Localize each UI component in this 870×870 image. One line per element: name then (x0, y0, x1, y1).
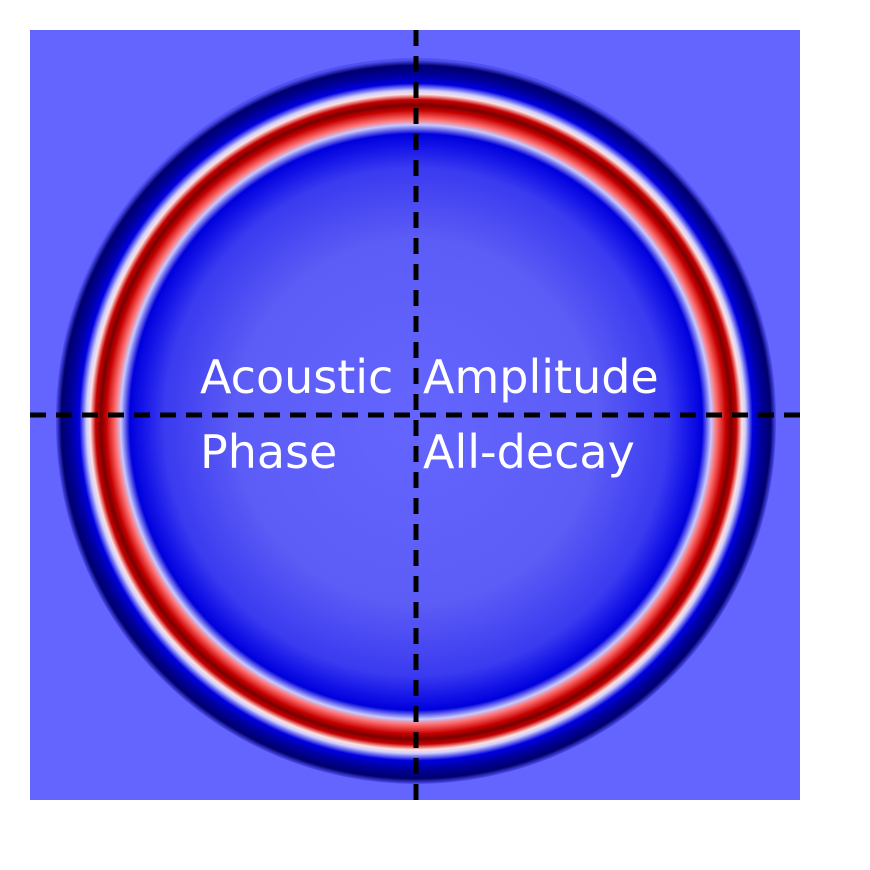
ring-upper (56, 58, 776, 415)
field-area (30, 30, 800, 800)
ring-lower (56, 415, 776, 784)
label-amplitude: Amplitude (423, 350, 659, 404)
label-phase: Phase (200, 425, 337, 479)
label-acoustic: Acoustic (200, 350, 393, 404)
wavefront-upper (56, 58, 776, 415)
label-all-decay: All-decay (423, 425, 635, 479)
wavefront-lower (56, 415, 776, 784)
